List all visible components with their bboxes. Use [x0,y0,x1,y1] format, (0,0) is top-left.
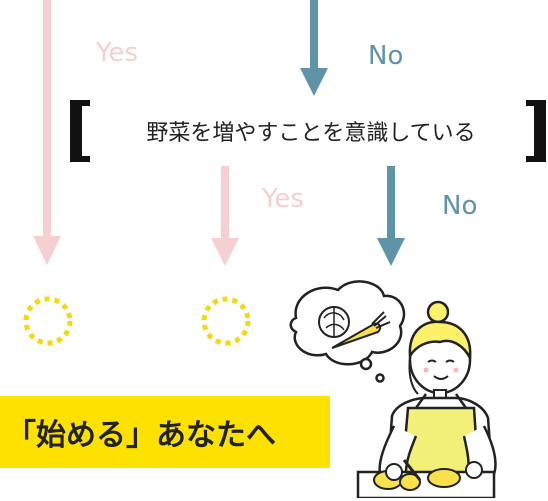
no-arrow-top [300,0,328,96]
question-text: 野菜を増やすことを意識している [146,121,476,146]
banner-text: 「始める」あなたへ [6,418,276,453]
no-arrow-right [377,166,405,266]
yes-arrow-left [33,0,61,265]
result-banner: 「始める」あなたへ [0,396,330,468]
yes-label-1: Yes [96,38,138,68]
no-label-2: No [442,191,478,221]
woman-cooking-illustration [289,280,497,498]
right-bracket-icon [526,100,546,162]
yes-label-2: Yes [262,184,304,214]
question-box: 野菜を増やすことを意識している [70,100,546,162]
dotted-circle-middle [201,296,251,346]
yes-arrow-middle [211,166,239,266]
dotted-circle-left [23,296,73,346]
no-label-1: No [368,41,404,71]
vegetables-thought-bubble-icon [289,280,406,383]
question-brackets [70,100,546,162]
left-bracket-icon [70,100,90,162]
